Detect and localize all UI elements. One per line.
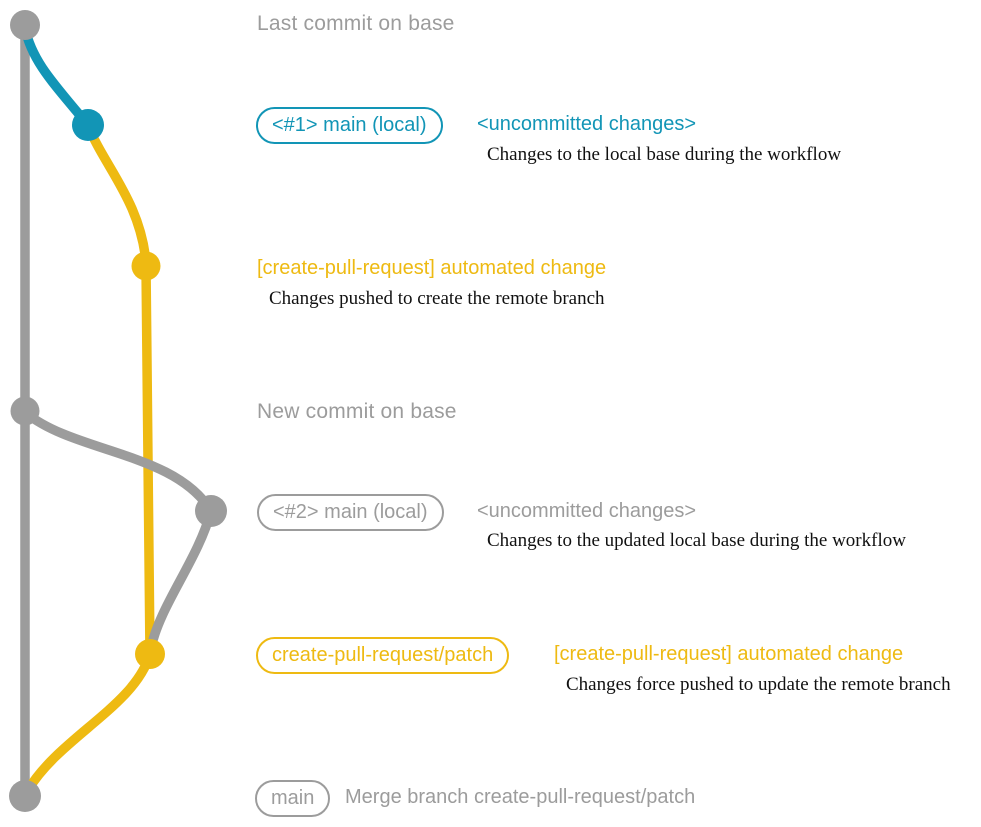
automated-change-label-1: [create-pull-request] automated change xyxy=(257,257,607,279)
branch-pill-patch-label: create-pull-request/patch xyxy=(256,637,510,674)
branch-pill-main-local-1-label: <#1> main (local) xyxy=(256,107,443,144)
last-commit-heading: Last commit on base xyxy=(257,12,455,35)
description-local-base-changes: Changes to the local base during the wor… xyxy=(487,144,842,165)
branch-pill-patch: create-pull-request/patch xyxy=(256,637,510,674)
local-main-branch-edge-2 xyxy=(21,408,216,516)
branch-pill-main-local-2-label: <#2> main (local) xyxy=(257,494,444,531)
branch-pill-main: main xyxy=(255,780,331,817)
patch-branch-edge-1 xyxy=(83,120,151,267)
branch-pill-main-local-2: <#2> main (local) xyxy=(257,494,444,531)
commit-node-last-base xyxy=(10,10,40,40)
commit-node-main-local-2 xyxy=(195,495,227,527)
commit-node-automated-change-1 xyxy=(131,251,161,281)
description-updated-local-base-changes: Changes to the updated local base during… xyxy=(487,530,906,551)
patch-branch-edge-2 xyxy=(23,649,155,795)
git-graph xyxy=(9,10,227,812)
merge-branch-label: Merge branch create-pull-request/patch xyxy=(345,786,696,808)
commit-node-new-base xyxy=(10,396,40,426)
commit-node-merge xyxy=(9,780,41,812)
branch-pill-main-local-1: <#1> main (local) xyxy=(256,107,443,144)
description-force-push-update-branch: Changes force pushed to update the remot… xyxy=(566,674,951,695)
automated-change-label-2: [create-pull-request] automated change xyxy=(554,643,904,665)
uncommitted-changes-annotation-1: <uncommitted changes> xyxy=(477,113,697,135)
commit-node-main-local-1 xyxy=(72,109,104,141)
description-push-create-branch: Changes pushed to create the remote bran… xyxy=(269,288,605,309)
uncommitted-changes-annotation-2: <uncommitted changes> xyxy=(477,500,697,522)
branch-pill-main-label: main xyxy=(255,780,331,817)
local-main-branch-edge-1 xyxy=(20,23,93,130)
new-commit-heading: New commit on base xyxy=(257,400,457,423)
commit-node-automated-change-2 xyxy=(135,639,165,669)
local-main-branch-edge-3 xyxy=(146,506,216,653)
